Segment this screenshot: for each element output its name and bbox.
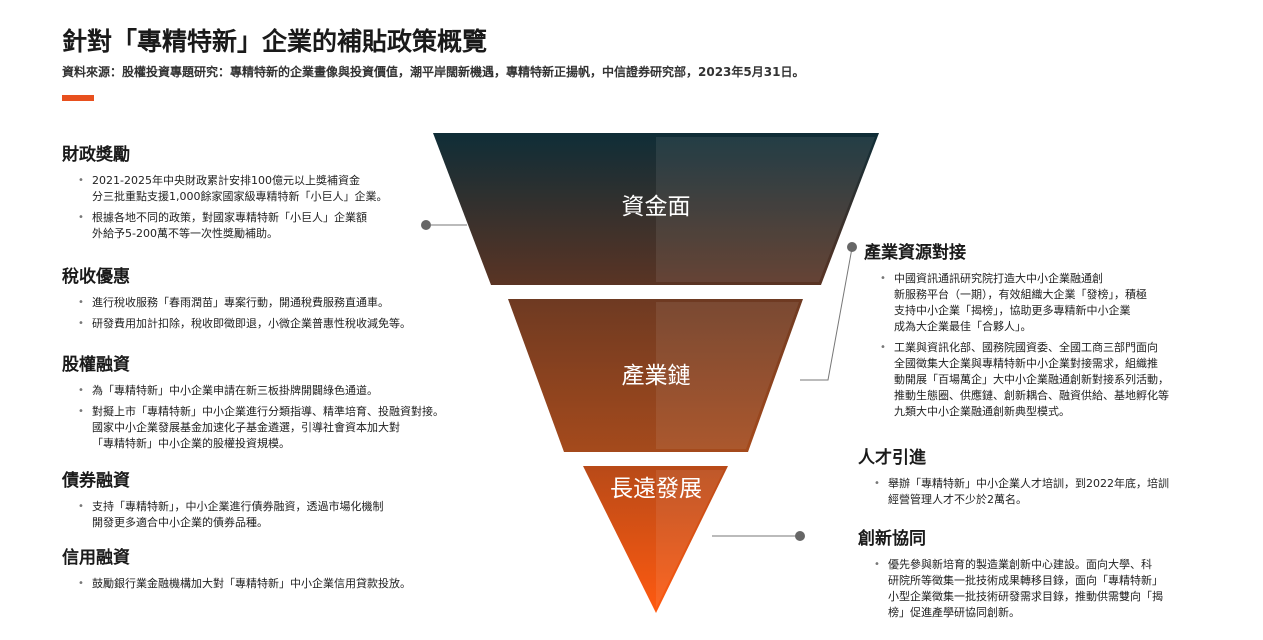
section-title: 債券融資: [62, 471, 130, 491]
section-title: 股權融資: [62, 355, 130, 375]
section-equity-financing: 股權融資 為「專精特新」中小企業申請在新三板掛牌開闢綠色通道。 對擬上市「專精特…: [62, 350, 482, 457]
list-item: 為「專精特新」中小企業申請在新三板掛牌開闢綠色通道。: [62, 383, 482, 399]
list-item: 支持「專精特新」，中小企業進行債券融資，透過市場化機制 開發更多適合中小企業的債…: [62, 499, 462, 531]
section-title: 信用融資: [62, 548, 130, 568]
list-item: 根據各地不同的政策，對國家專精特新「小巨人」企業額 外給予5-200萬不等一次性…: [62, 210, 442, 242]
funnel-top-segment: [433, 133, 879, 285]
list-item: 鼓勵銀行業金融機構加大對「專精特新」中小企業信用貸款投放。: [62, 576, 482, 592]
funnel-top-highlight: [656, 137, 875, 282]
section-fiscal-reward: 財政獎勵 2021-2025年中央財政累計安排100億元以上獎補資金 分三批重點…: [62, 140, 442, 247]
page-title: 針對「專精特新」企業的補貼政策概覽: [62, 27, 488, 56]
list-item: 舉辦「專精特新」中小企業人才培訓，到2022年底，培訓 經營管理人才不少於2萬名…: [858, 476, 1238, 508]
funnel-middle-segment: [508, 299, 803, 452]
funnel-bottom-segment: [583, 466, 728, 613]
funnel-bottom-highlight: [656, 470, 724, 608]
section-tax-incentive: 稅收優惠 進行稅收服務「春雨潤苗」專案行動，開通稅費服務直通車。 研發費用加計扣…: [62, 262, 462, 337]
funnel-bottom-label: 長遠發展: [610, 476, 702, 502]
section-innovation: 創新協同 優先參與新培育的製造業創新中心建設。面向大學、科 研院所等徵集一批技術…: [858, 524, 1248, 626]
source-note: 資料來源：股權投資專題研究：專精特新的企業畫像與投資價值，潮平岸闊新機遇，專精特…: [62, 65, 805, 79]
accent-bar: [62, 95, 94, 101]
list-item: 中國資訊通訊研究院打造大中小企業融通創 新服務平台（一期），有效組織大企業「發榜…: [864, 271, 1244, 335]
section-credit-financing: 信用融資 鼓勵銀行業金融機構加大對「專精特新」中小企業信用貸款投放。: [62, 543, 482, 597]
list-item: 對擬上市「專精特新」中小企業進行分類指導、精準培育、投融資對接。 國家中小企業發…: [62, 404, 482, 452]
list-item: 研發費用加計扣除，稅收即徵即退，小微企業普惠性稅收減免等。: [62, 316, 462, 332]
connector-dot-right-top: [847, 242, 857, 252]
section-title: 人才引進: [858, 448, 926, 468]
connector-line-right-top: [800, 247, 853, 381]
section-industry-resource: 產業資源對接 中國資訊通訊研究院打造大中小企業融通創 新服務平台（一期），有效組…: [864, 238, 1244, 425]
section-bond-financing: 債券融資 支持「專精特新」，中小企業進行債券融資，透過市場化機制 開發更多適合中…: [62, 466, 462, 536]
section-talent: 人才引進 舉辦「專精特新」中小企業人才培訓，到2022年底，培訓 經營管理人才不…: [858, 443, 1238, 513]
list-item: 優先參與新培育的製造業創新中心建設。面向大學、科 研院所等徵集一批技術成果轉移目…: [858, 557, 1248, 621]
list-item: 工業與資訊化部、國務院國資委、全國工商三部門面向 全國徵集大企業與專精特新中小企…: [864, 340, 1244, 420]
connector-dot-right-bottom: [795, 531, 805, 541]
section-title: 產業資源對接: [864, 243, 966, 263]
section-title: 財政獎勵: [62, 145, 130, 165]
connector-dot-left: [421, 220, 431, 230]
funnel-middle-label: 產業鏈: [622, 363, 691, 389]
section-title: 創新協同: [858, 529, 926, 549]
funnel-middle-highlight: [656, 302, 799, 449]
funnel-top-label: 資金面: [622, 194, 691, 220]
list-item: 2021-2025年中央財政累計安排100億元以上獎補資金 分三批重點支援1,0…: [62, 173, 442, 205]
list-item: 進行稅收服務「春雨潤苗」專案行動，開通稅費服務直通車。: [62, 295, 462, 311]
section-title: 稅收優惠: [62, 267, 130, 287]
